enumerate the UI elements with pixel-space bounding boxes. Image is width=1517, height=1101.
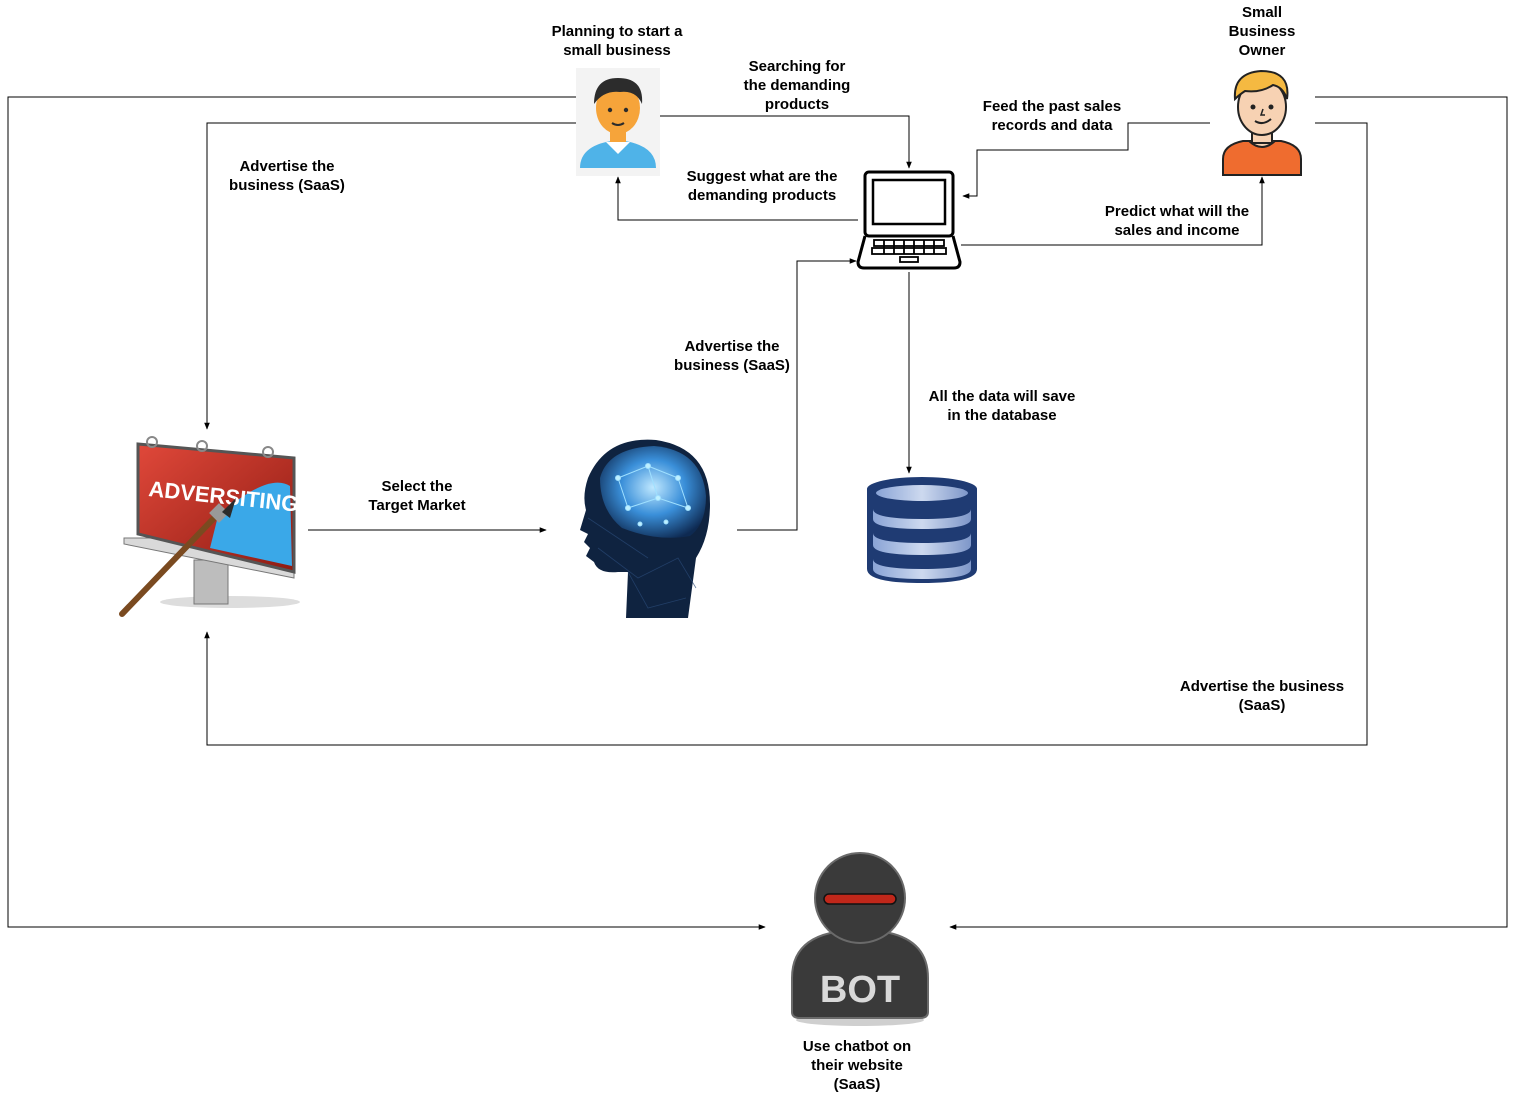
edge-label-save-db: All the data will save in the database [928,388,1076,424]
edge-chatbot-left [7,96,766,930]
laptop-icon [856,170,962,270]
edge-label-advertise-right: Advertise the business (SaaS) [1179,678,1345,714]
edge-label-predict: Predict what will the sales and income [1104,203,1250,239]
billboard-icon: ADVERSITING HERE [119,436,366,617]
bot-badge-text: BOT [820,969,900,1011]
business-owner-icon [1222,69,1302,176]
edge-feed [962,122,1210,199]
edge-label-searching: Searching for the demanding products [743,58,851,113]
edge-label-advertise-left: Advertise the business (SaaS) [229,158,345,194]
edge-label-feed: Feed the past sales records and data [982,98,1122,134]
planner-label: Planning to start a small business [551,23,683,59]
owner-label: Small Business Owner [1228,4,1296,59]
edge-label-suggest: Suggest what are the demanding products [686,168,838,204]
edge-advertise-right [204,122,1368,746]
chatbot-label: Use chatbot on their website (SaaS) [802,1038,912,1093]
ai-brain-head-icon [580,439,710,618]
edge-chatbot-right [949,96,1508,930]
edge-advertise-mid [737,258,857,531]
edge-advertise-left [204,122,576,430]
edge-searching [660,115,912,169]
edge-predict [961,176,1265,246]
edge-suggest [615,176,858,221]
edge-label-target-market: Select the Target Market [368,478,466,514]
database-icon [867,477,977,583]
edge-label-advertise-mid: Advertise the business (SaaS) [674,338,790,374]
chatbot-icon: BOT [791,852,929,1026]
edges [7,96,1508,930]
person-icon [576,68,660,176]
